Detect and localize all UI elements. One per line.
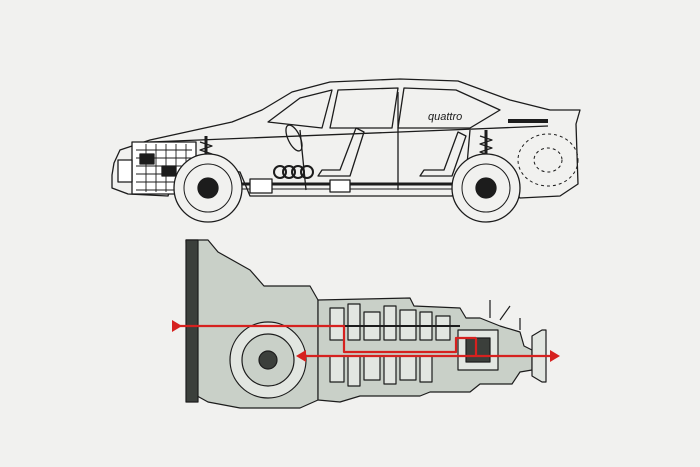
car-window-side-1 [329, 87, 399, 129]
arrowhead-rear [550, 350, 560, 362]
arrowhead-input [172, 320, 182, 332]
car-door-line [299, 92, 471, 191]
shift-linkage [489, 300, 521, 330]
bell-housing-flange [185, 239, 199, 403]
power-flow-arrowheads [172, 320, 560, 362]
car-tail-stripe [508, 119, 548, 123]
car-cutaway: quattro [111, 78, 581, 223]
front-seat [317, 127, 365, 177]
power-flow [180, 324, 550, 358]
centre-differential [457, 329, 499, 371]
car-badge-text: quattro [428, 111, 462, 123]
car-window-front [267, 89, 333, 129]
power-flow-input [180, 324, 476, 354]
four-rings-logo [273, 165, 314, 179]
spare-wheel [517, 133, 579, 187]
rear-wheel [451, 153, 521, 223]
steering-wheel [285, 124, 303, 152]
car-beltline [149, 125, 549, 143]
gearbox-cross-section [176, 239, 547, 409]
rear-seat [419, 131, 467, 177]
gear-cluster-lower [329, 355, 433, 387]
clutch-hub [258, 350, 278, 370]
propeller-shaft [196, 178, 490, 194]
car-window-side-2 [397, 87, 501, 129]
front-wheel [173, 153, 243, 223]
arrowhead-front [296, 350, 306, 362]
